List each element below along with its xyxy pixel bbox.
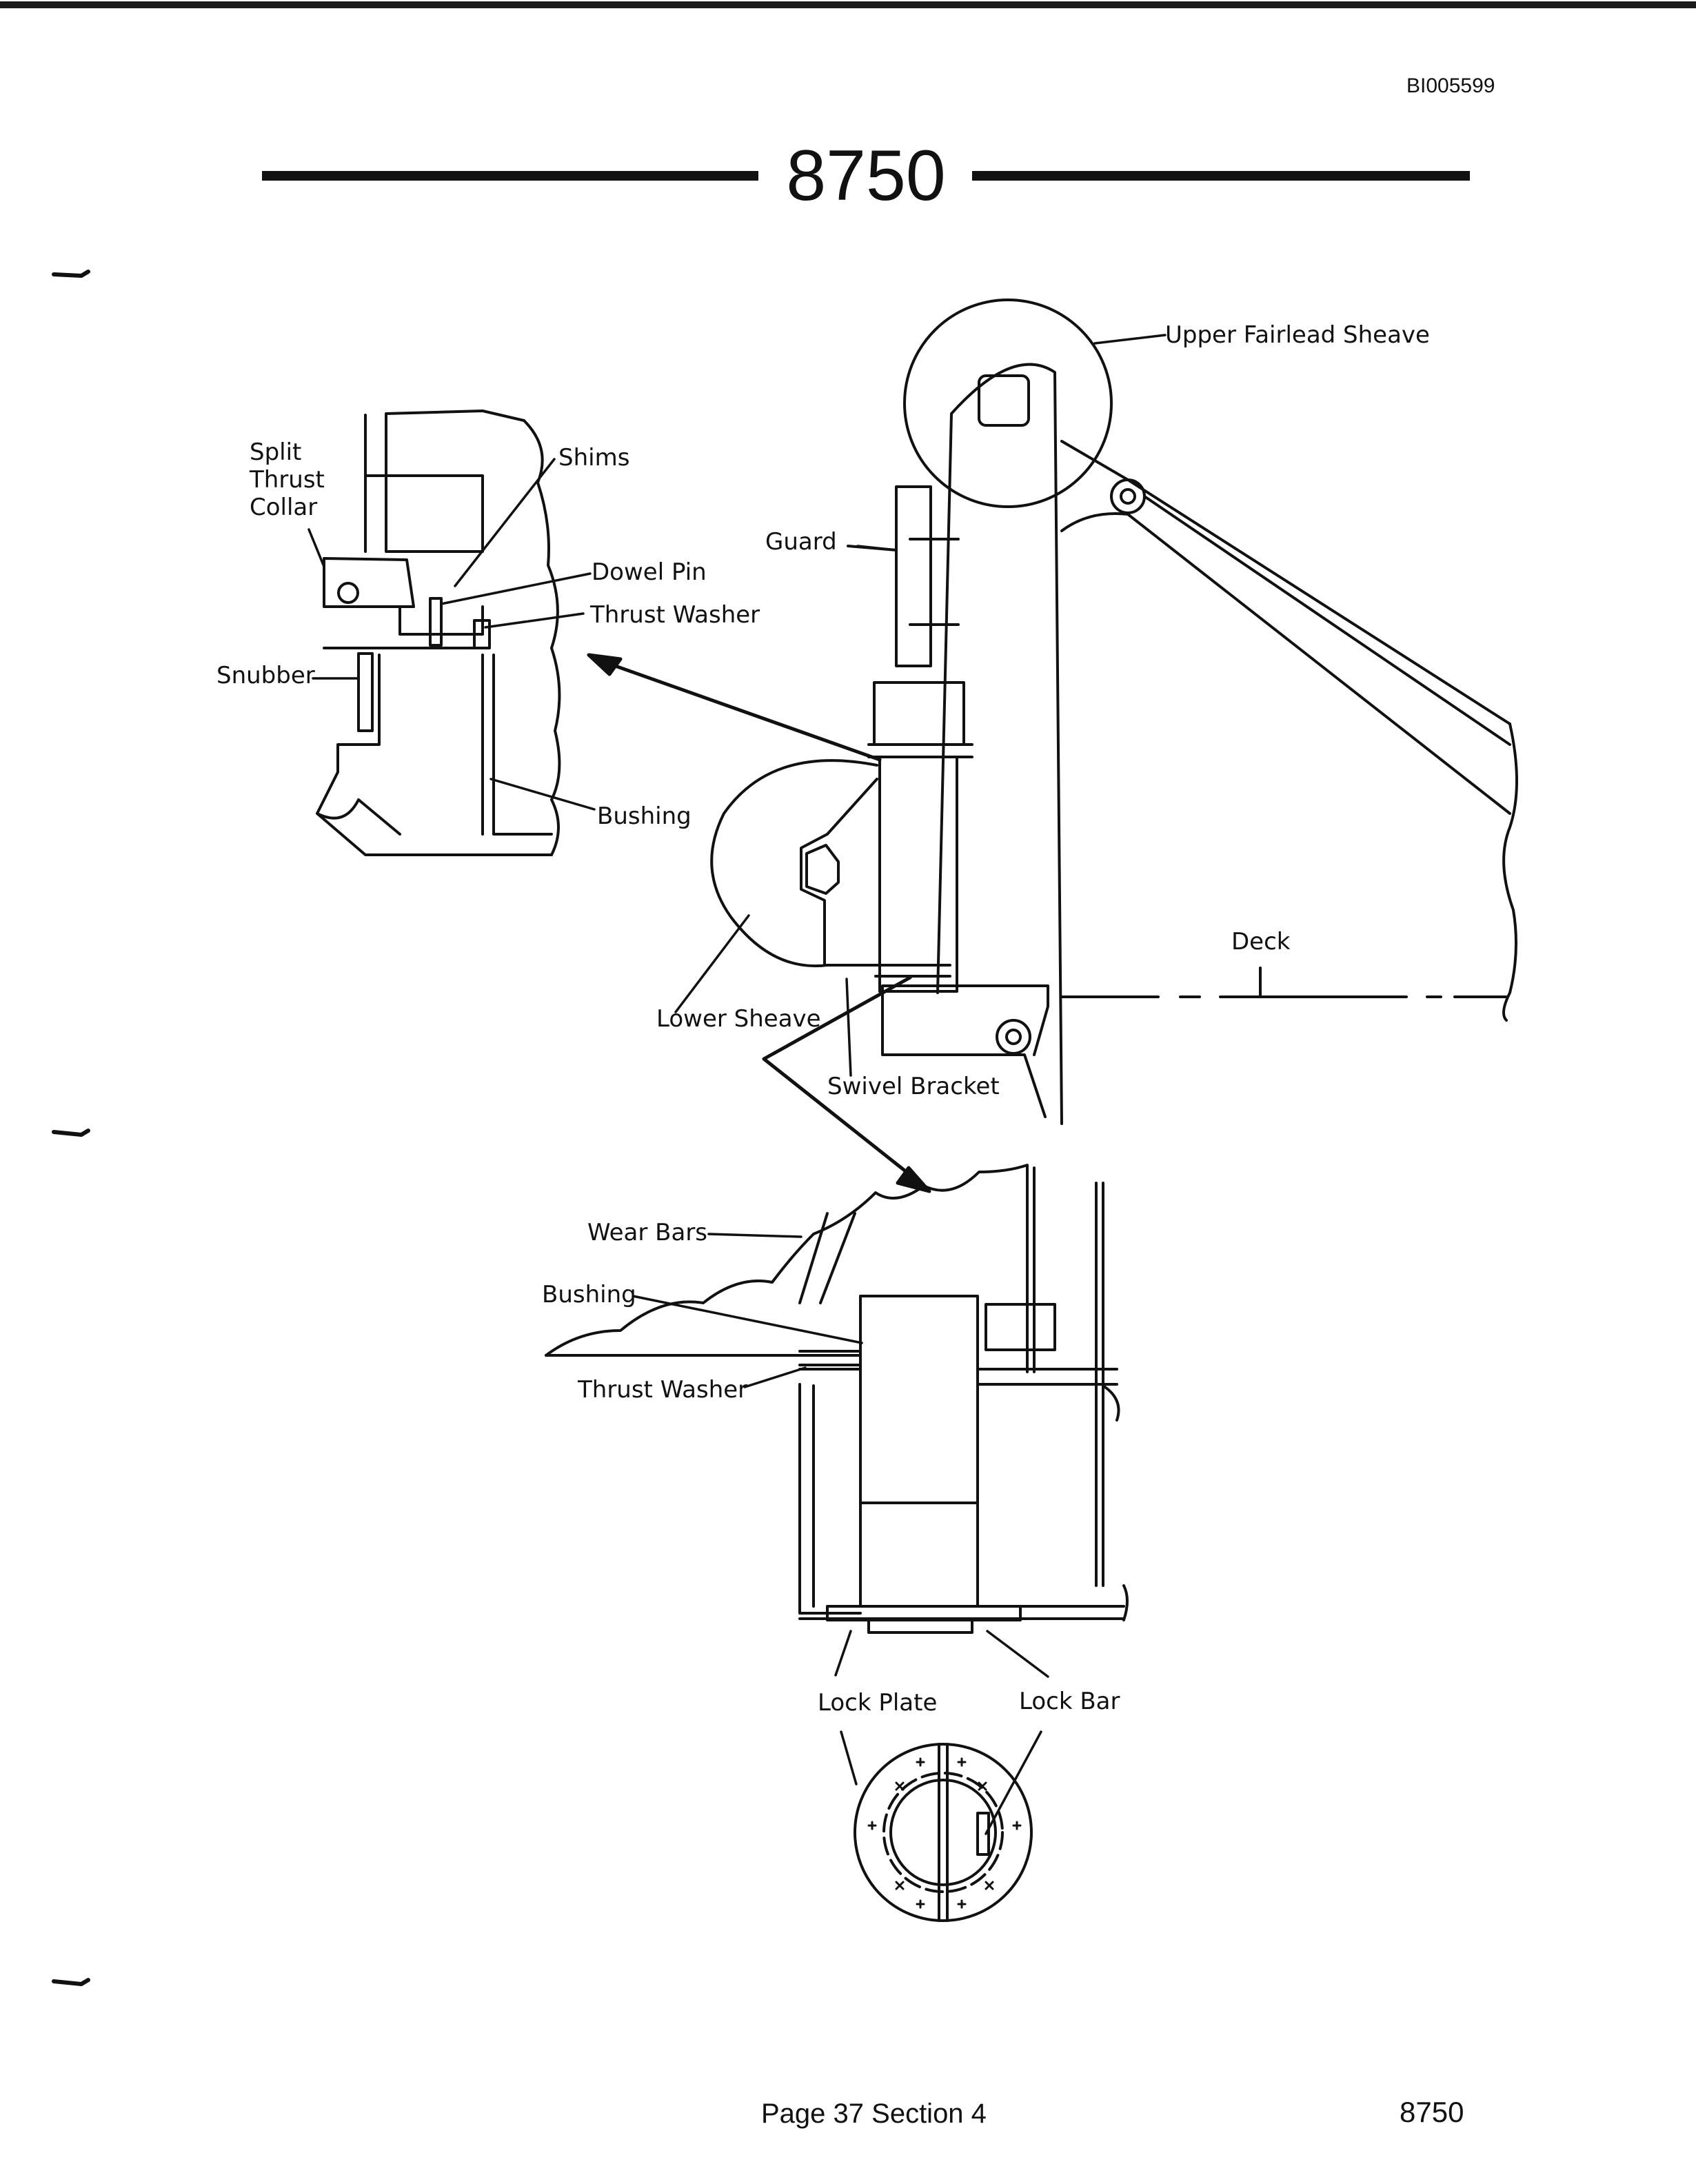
label-lock-bar: Lock Bar <box>1019 1688 1120 1715</box>
leader-lines <box>307 334 1167 1835</box>
deck-line <box>1060 967 1508 998</box>
label-split-thrust-collar-1: Split <box>250 438 302 466</box>
leader-guard <box>856 545 898 552</box>
lock-plate-section <box>826 1605 1022 1621</box>
break-line-right <box>1502 722 1518 1022</box>
margin-marks <box>52 270 90 1986</box>
title-rule-left <box>262 171 758 181</box>
leader-split-thrust-collar <box>307 528 325 568</box>
footer-page-section: Page 37 Section 4 <box>761 2099 987 2129</box>
leader-dowel-pin <box>440 572 592 605</box>
detail-arrow-upper <box>587 653 882 762</box>
leader-lock-plate-bottom <box>840 1730 858 1786</box>
label-deck: Deck <box>1231 928 1291 956</box>
leader-shims <box>454 458 556 587</box>
leader-swivel-bracket <box>845 978 852 1077</box>
leader-bushing-lower <box>632 1295 863 1344</box>
leader-lock-bar-top <box>986 1630 1049 1678</box>
label-shims: Shims <box>558 444 630 472</box>
label-lower-sheave: Lower Sheave <box>656 1005 821 1033</box>
mast-assembly <box>903 299 1518 1125</box>
label-wear-bars: Wear Bars <box>587 1219 708 1246</box>
leader-lock-plate-top <box>834 1630 852 1677</box>
page-title: 8750 <box>262 136 1470 216</box>
snubber <box>357 652 374 732</box>
top-border-bar <box>0 1 1696 8</box>
label-snubber: Snubber <box>216 662 315 689</box>
document-id: BI005599 <box>1406 74 1495 97</box>
brace-pin-upper <box>1110 478 1146 514</box>
dowel-pin <box>429 597 443 647</box>
leader-thrust-washer-upper <box>484 612 585 629</box>
mast-left-edge <box>936 363 1063 1125</box>
swivel-bracket <box>881 984 1049 1118</box>
leader-upper-fairlead-sheave <box>1093 334 1167 345</box>
swivel-post <box>867 681 973 993</box>
label-dowel-pin: Dowel Pin <box>592 558 707 586</box>
label-thrust-washer-upper: Thrust Washer <box>590 601 760 629</box>
label-split-thrust-collar-2: Thrust <box>250 466 325 494</box>
guard <box>847 485 960 667</box>
label-bushing-lower: Bushing <box>542 1281 636 1308</box>
label-upper-fairlead-sheave: Upper Fairlead Sheave <box>1165 321 1430 349</box>
leader-lock-bar-bottom <box>985 1730 1042 1835</box>
leader-bushing-upper <box>489 778 596 811</box>
lower-pin <box>859 1295 979 1504</box>
upper-hex-nut <box>978 374 1030 427</box>
label-swivel-bracket: Swivel Bracket <box>827 1073 1000 1100</box>
lower-sheave-hub <box>805 844 840 895</box>
label-thrust-washer-lower: Thrust Washer <box>578 1376 748 1404</box>
detail-arrow-lower <box>762 975 931 1193</box>
leader-wear-bars <box>707 1233 802 1238</box>
label-guard: Guard <box>765 528 837 556</box>
lower-detail <box>545 1164 1129 1634</box>
lock-plate-end-view <box>854 1743 1033 1922</box>
label-bushing-upper: Bushing <box>597 802 691 830</box>
label-split-thrust-collar-3: Collar <box>250 494 318 521</box>
leader-thrust-washer-lower <box>743 1366 807 1388</box>
lower-sheave <box>710 759 951 978</box>
split-thrust-collar <box>323 557 415 608</box>
footer-model: 8750 <box>1400 2096 1464 2128</box>
title-rule-right <box>972 171 1470 181</box>
label-lock-plate: Lock Plate <box>818 1689 938 1717</box>
upper-fairlead-sheave <box>903 299 1113 508</box>
leader-lower-sheave <box>674 914 750 1013</box>
title-row: 8750 <box>262 136 1470 216</box>
